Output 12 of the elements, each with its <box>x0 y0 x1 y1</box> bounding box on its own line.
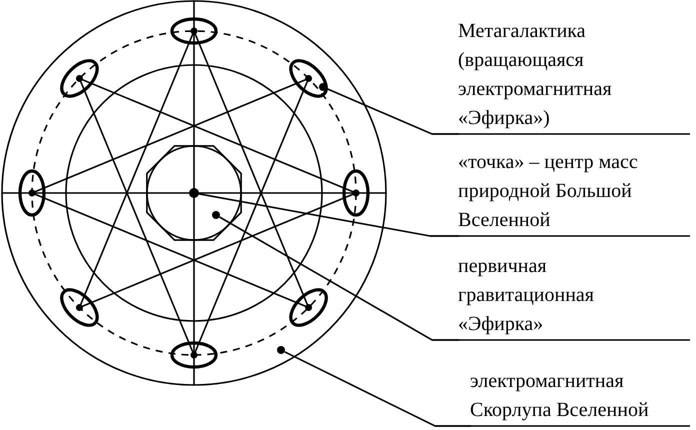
callout-text: первичная гравитационная «Эфирка» <box>458 244 692 342</box>
center-dot <box>189 188 199 198</box>
leader-dot <box>277 346 285 354</box>
callout-text: «точка» – центр масс природной Большой Вселенной <box>458 146 692 238</box>
leader-line <box>326 88 459 135</box>
callout-text: Метагалактика (вращающаяся электромагнитная «Эфирка») <box>458 6 692 136</box>
leader-line <box>219 216 459 341</box>
leader-line <box>284 351 471 427</box>
leader-line <box>198 192 459 237</box>
leader-dot <box>212 211 220 219</box>
callout-text: электромагнитная Скорлупа Вселенной <box>470 368 692 428</box>
leader-dot <box>319 83 327 91</box>
